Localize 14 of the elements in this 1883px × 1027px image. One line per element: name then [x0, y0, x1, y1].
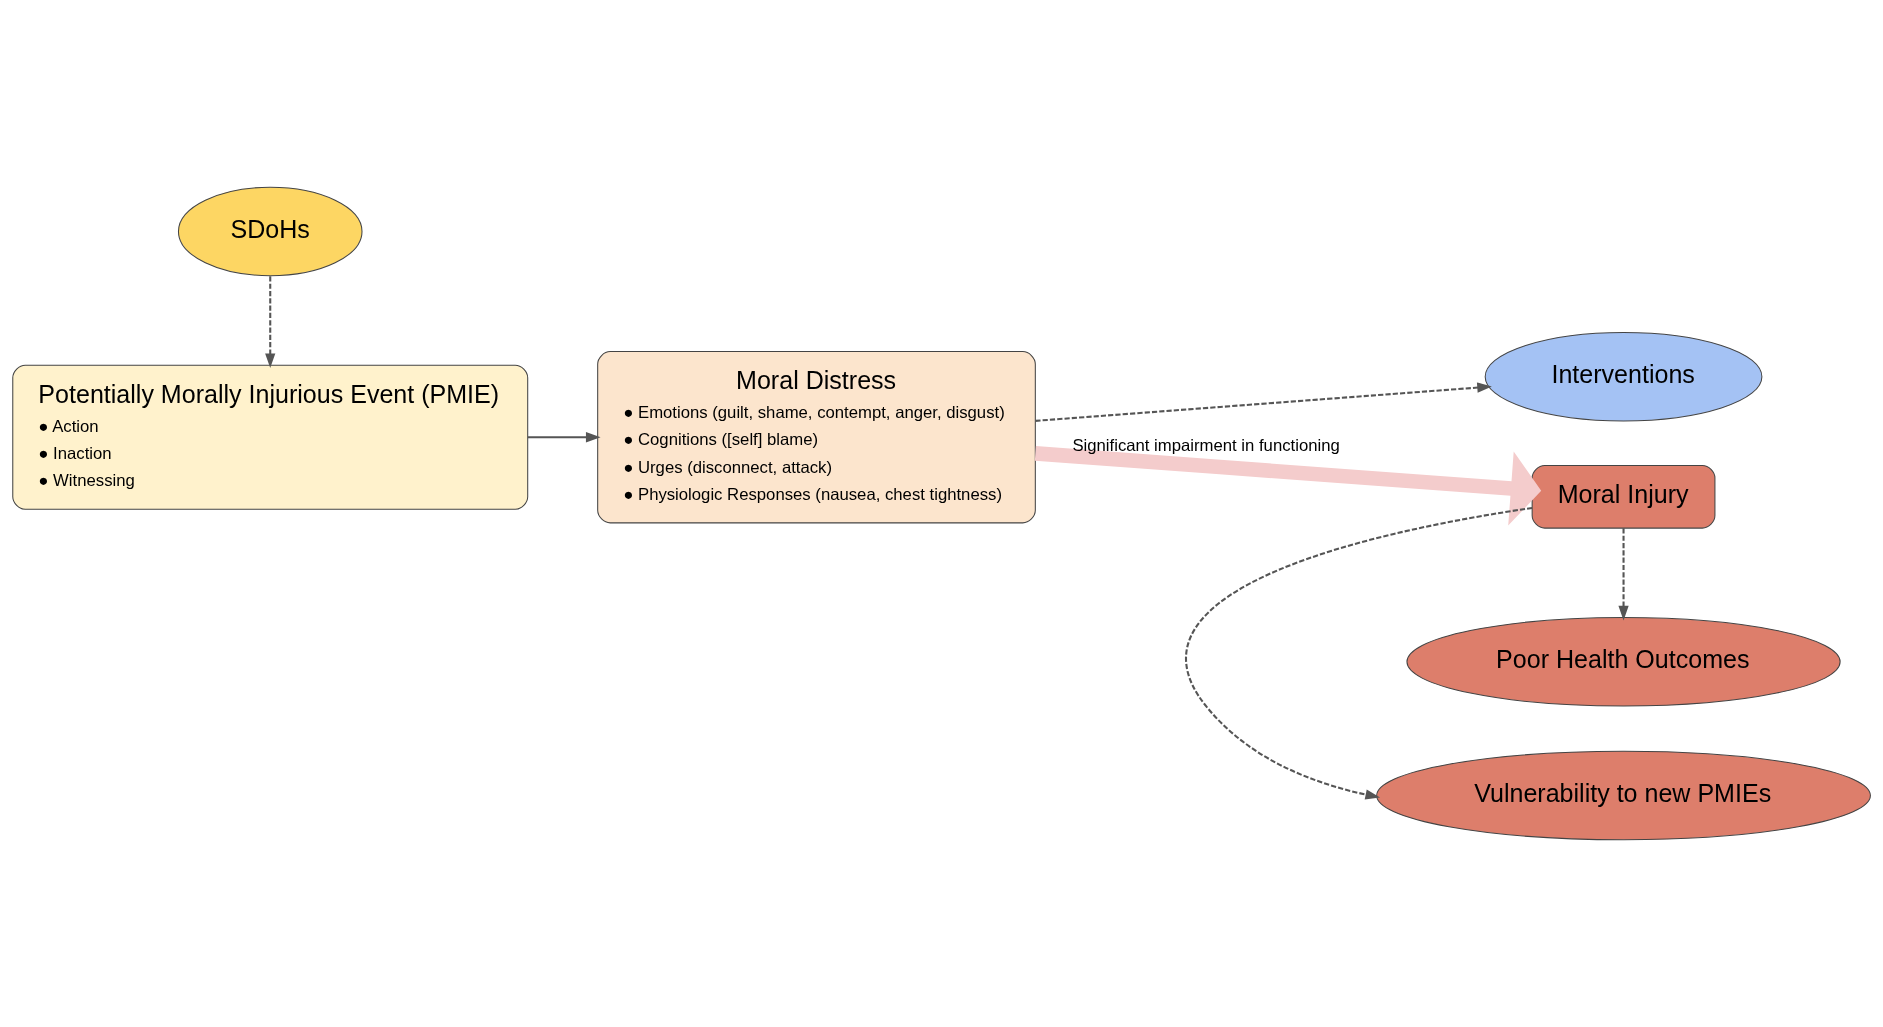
arrow: [1034, 446, 1542, 526]
node-box: Moral Injury: [1531, 464, 1716, 529]
arrow: [1185, 506, 1533, 800]
arrow: [1618, 528, 1629, 621]
node-ellipse: Interventions: [1484, 331, 1763, 422]
node-box: Potentially Morally Injurious Event (PMIE) ● Action ● Inaction ● Witnessing: [12, 364, 529, 510]
node-ellipse: SDoHs: [177, 186, 363, 277]
node-box: Moral Distress ● Emotions (guilt, shame, contempt, anger, disgust) ● Cognitions ([self] blame) ● Urges (disconnect, attack) ● Physiologic Responses (nausea, chest tightness): [597, 351, 1036, 524]
edge-label: Significant impairment in functioning: [1072, 435, 1340, 455]
arrow: [1035, 382, 1492, 422]
node-ellipse: Poor Health Outcomes: [1406, 617, 1841, 707]
node-ellipse: Vulnerability to new PMIEs: [1376, 750, 1871, 841]
arrow: [527, 432, 601, 443]
arrow: [265, 276, 276, 369]
